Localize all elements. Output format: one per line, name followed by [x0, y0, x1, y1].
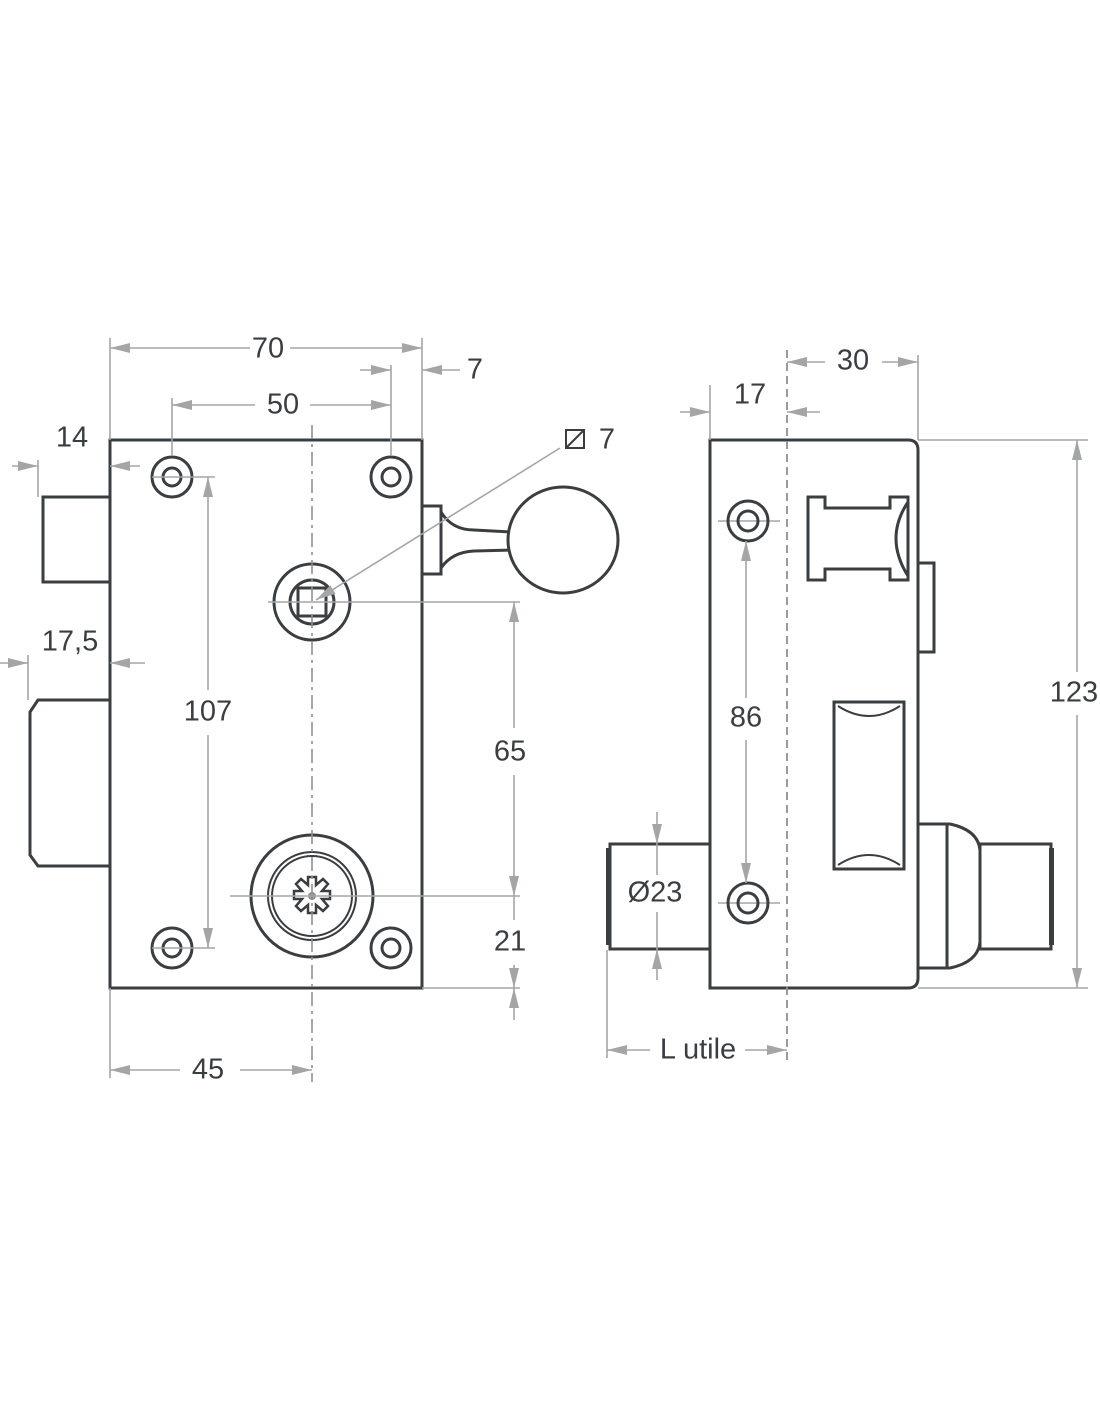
screw-hole-icon — [369, 455, 413, 499]
dim-height-123: 123 — [1050, 677, 1098, 709]
handle-stem — [439, 511, 513, 569]
lock-body-front — [108, 438, 424, 990]
dim-depth-30: 30 — [837, 345, 869, 377]
key-star-icon — [292, 875, 332, 915]
square-symbol-icon — [565, 429, 585, 449]
dim-useful-length: L utile — [660, 1034, 736, 1066]
upper-bolt — [41, 495, 112, 584]
front-view: 70 7 50 14 17,5 107 65 21 45 7 — [0, 333, 620, 1086]
dim-spindle-cylinder-65: 65 — [494, 736, 526, 768]
cylinder-right — [978, 842, 1053, 951]
dim-bolt-17-5: 17,5 — [42, 626, 98, 658]
screw-hole-icon — [718, 881, 780, 925]
dim-hole-spacing-50: 50 — [267, 389, 299, 421]
dim-axis-offset-17: 17 — [734, 379, 766, 411]
screw-hole-icon — [369, 926, 413, 970]
dim-hole-spacing-86: 86 — [730, 702, 762, 734]
cylinder-collar — [916, 822, 982, 970]
dim-cylinder-diameter: Ø23 — [628, 877, 683, 909]
handle-knob — [506, 485, 620, 595]
dim-square-spindle-7: 7 — [599, 424, 615, 456]
slot-side — [832, 700, 906, 871]
dim-hole-spacing-107: 107 — [184, 696, 232, 728]
latch-bolt-side — [806, 495, 910, 582]
lower-bolt — [28, 698, 110, 868]
dim-cylinder-axis-45: 45 — [192, 1054, 224, 1086]
dim-handle-offset: 7 — [467, 354, 483, 386]
dim-cylinder-bottom-21: 21 — [494, 926, 526, 958]
lock-body-side — [708, 438, 920, 990]
side-view: 30 17 123 86 Ø23 L utile — [606, 345, 1098, 1066]
side-tab — [916, 561, 936, 654]
dim-bolt-14: 14 — [56, 422, 88, 454]
dim-width-70: 70 — [252, 333, 284, 365]
handle-flange — [420, 504, 443, 576]
